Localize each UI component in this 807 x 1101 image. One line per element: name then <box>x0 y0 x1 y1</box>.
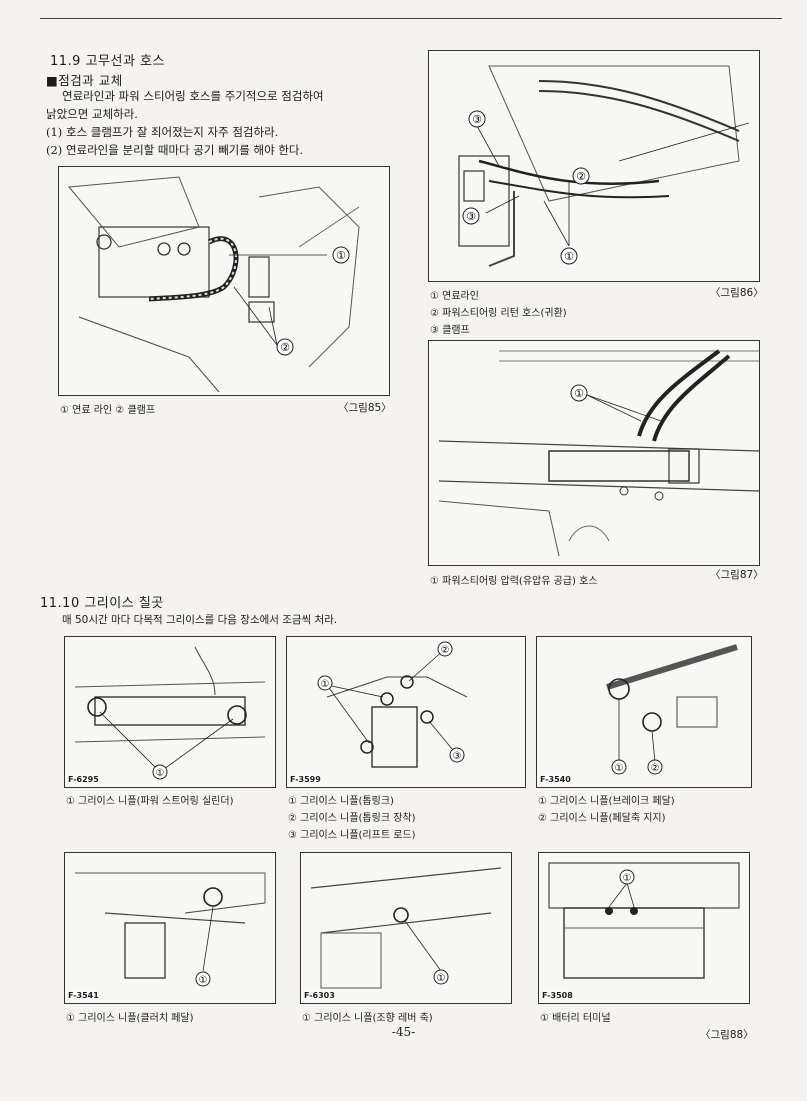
fig86-callout-2: ② <box>576 170 586 183</box>
figure-85-image: ① ② <box>58 166 390 396</box>
fig87-callout-1: ① <box>574 387 584 400</box>
fig86-caption-3: ③ 클램프 <box>430 325 470 336</box>
grease-fig-2-image: ① ② ③ F-3599 <box>286 636 526 788</box>
fig88-label: 〈그림88〉 <box>700 1029 754 1041</box>
fig85-caption: ① 연료 라인 ② 클램프 <box>60 405 156 416</box>
grease-fig-4-code: F-3541 <box>68 991 99 1000</box>
engine-hose-illustration: ③ ② ③ ① <box>429 51 759 281</box>
grease-fig-1-caption-1: ① 그리이스 니플(파워 스트어링 실린더) <box>66 796 234 807</box>
grease-fig-6-image: ① F-3508 <box>538 852 750 1004</box>
grease-fig-5-code: F-6303 <box>304 991 335 1000</box>
fig86-caption-1: ① 연료라인 <box>430 291 479 302</box>
figure-86-image: ③ ② ③ ① <box>428 50 760 282</box>
fig87-caption: ① 파워스티어링 압력(유압유 공급) 호스 <box>430 576 598 587</box>
fig86-callout-3: ③ <box>466 210 476 223</box>
grease-fig-2-caption-3: ③ 그리이스 니플(리프트 로드) <box>288 830 416 841</box>
list-item-1: (1) 호스 클램프가 잘 죄어졌는지 자주 점검하라. <box>46 125 279 139</box>
grease-fig-6-code: F-3508 <box>542 991 573 1000</box>
fig85-callout-1: ① <box>336 249 346 262</box>
grease-fig-6-caption-1: ① 배터리 터미널 <box>540 1013 611 1024</box>
grease-fig-3-image: ① ② F-3540 <box>536 636 752 788</box>
paragraph-line-1: 연료라인과 파워 스티어링 호스를 주기적으로 점검하여 <box>62 89 324 103</box>
fuel-line-illustration: ① ② <box>59 167 389 395</box>
svg-text:②: ② <box>441 645 450 656</box>
grease-fig-3-caption-1: ① 그리이스 니플(브레이크 페달) <box>538 796 675 807</box>
svg-text:①: ① <box>156 768 165 779</box>
svg-text:①: ① <box>321 679 330 690</box>
grease-fig-3-caption-2: ② 그리이스 니플(페달축 지지) <box>538 813 666 824</box>
fig85-label: 〈그림85〉 <box>338 402 392 414</box>
figure-87-image: ① <box>428 340 760 566</box>
fig85-callout-2: ② <box>280 341 290 354</box>
svg-text:③: ③ <box>453 751 462 762</box>
section-title-11-10: 11.10 그리이스 칠곳 <box>40 596 164 611</box>
grease-fig-4-image: ① F-3541 <box>64 852 276 1004</box>
grease-fig-1-image: ① F-6295 <box>64 636 276 788</box>
fig87-label: 〈그림87〉 <box>710 569 764 581</box>
fig86-callout-4: ① <box>564 250 574 263</box>
section-title-11-9: 11.9 고무선과 호스 <box>50 54 165 69</box>
grease-fig-3-code: F-3540 <box>540 775 571 784</box>
fig86-callout-1: ③ <box>472 113 482 126</box>
paragraph-line-2: 낡았으면 교체하라. <box>46 107 138 121</box>
grease-fig-4-caption-1: ① 그리이스 니플(클러치 페달) <box>66 1013 194 1024</box>
grease-fig-1-code: F-6295 <box>68 775 99 784</box>
grease-fig-5-image: ① F-6303 <box>300 852 512 1004</box>
steering-cylinder-illustration: ① <box>429 341 759 565</box>
list-item-2: (2) 연료라인을 분리할 때마다 공기 빼기를 해야 한다. <box>46 143 304 157</box>
fig86-label: 〈그림86〉 <box>710 287 764 299</box>
top-rule <box>40 18 782 19</box>
svg-text:①: ① <box>623 873 632 884</box>
svg-text:①: ① <box>199 975 208 986</box>
page-number: -45- <box>391 1025 416 1039</box>
grease-fig-2-caption-1: ① 그리이스 니플(톱링크) <box>288 796 394 807</box>
fig86-caption-2: ② 파워스티어링 리턴 호스(귀환) <box>430 308 567 319</box>
grease-fig-2-caption-2: ② 그리이스 니플(톱링크 장착) <box>288 813 416 824</box>
section-11-10-intro: 매 50시간 마다 다목적 그리이스를 다음 장소에서 조금씩 처라. <box>62 614 338 626</box>
subsection-title: ■점검과 교체 <box>46 73 123 88</box>
svg-text:①: ① <box>615 763 624 774</box>
grease-fig-5-caption-1: ① 그리이스 니플(조향 레버 축) <box>302 1013 433 1024</box>
svg-text:②: ② <box>651 763 660 774</box>
svg-text:①: ① <box>437 973 446 984</box>
grease-fig-2-code: F-3599 <box>290 775 321 784</box>
